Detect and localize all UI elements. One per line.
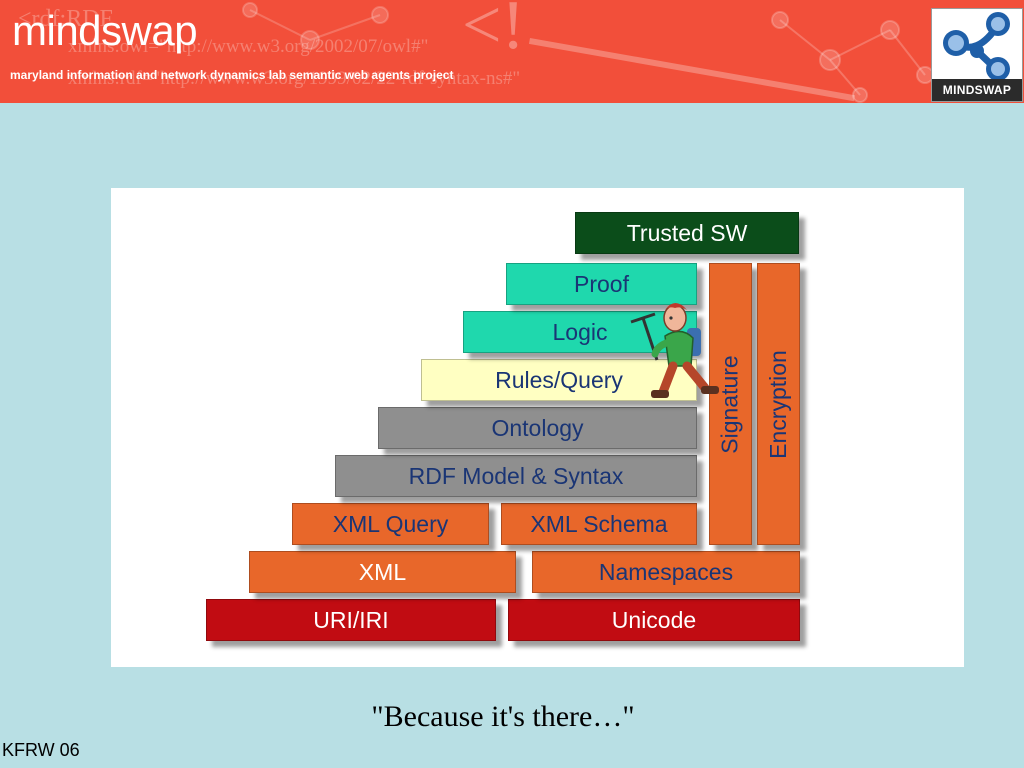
layer-ontology: Ontology [378,407,697,449]
background-code-rdf: <rdf:RDF [18,6,113,32]
layer-unicode: Unicode [508,599,800,641]
layer-encryption: Encryption [757,263,800,545]
logo-wordmark: MINDSWAP [932,79,1022,101]
background-code-line-2: xmlns:rdf="http://www.w3.org/1999/02/22-… [68,68,521,89]
slide-caption: "Because it's there…" [371,700,635,733]
layer-label: Proof [574,270,629,297]
layer-label: URI/IRI [313,606,389,633]
layer-uri-iri: URI/IRI [206,599,496,641]
layer-signature: Signature [709,263,752,545]
layer-trusted-sw: Trusted SW [575,212,799,254]
layer-label: XML [358,558,407,585]
mountain-climber-icon [630,303,719,398]
layer-label: Unicode [611,606,697,633]
layer-label: Rules/Query [495,366,623,393]
network-background-icon [771,11,934,103]
footer-label: KFRW 06 [2,740,80,760]
layer-xml-schema: XML Schema [501,503,697,545]
network-background-left-icon [242,2,389,50]
layer-label: XML Query [332,510,449,537]
layer-rdf-model-syntax: RDF Model & Syntax [335,455,697,497]
layer-xml: XML [249,551,516,593]
layer-label: Logic [552,318,608,345]
layer-label: Ontology [491,414,584,441]
background-code-line-1: xmlns:owl="http://www.w3.org/2002/07/owl… [68,36,429,57]
layer-namespaces: Namespaces [532,551,800,593]
semantic-web-layer-cake-diagram: URI/IRI Unicode XML Namespaces XML Query… [111,188,964,667]
layer-xml-query: XML Query [292,503,489,545]
layer-label: RDF Model & Syntax [408,462,624,489]
layer-label: Encryption [765,349,792,459]
mindswap-logo: MINDSWAP [931,8,1023,102]
layer-label: Trusted SW [626,219,748,246]
background-code-bracket: <! [462,0,525,64]
layer-label: Namespaces [598,558,734,585]
layer-label: XML Schema [530,510,668,537]
layer-proof: Proof [506,263,697,305]
brand-title: mindswap [12,7,198,54]
brand-subtitle: maryland information and network dynamic… [10,68,454,82]
brain-network-logo-icon [943,12,1010,81]
header-banner: <rdf:RDF xmlns:owl="http://www.w3.org/20… [0,0,1024,103]
